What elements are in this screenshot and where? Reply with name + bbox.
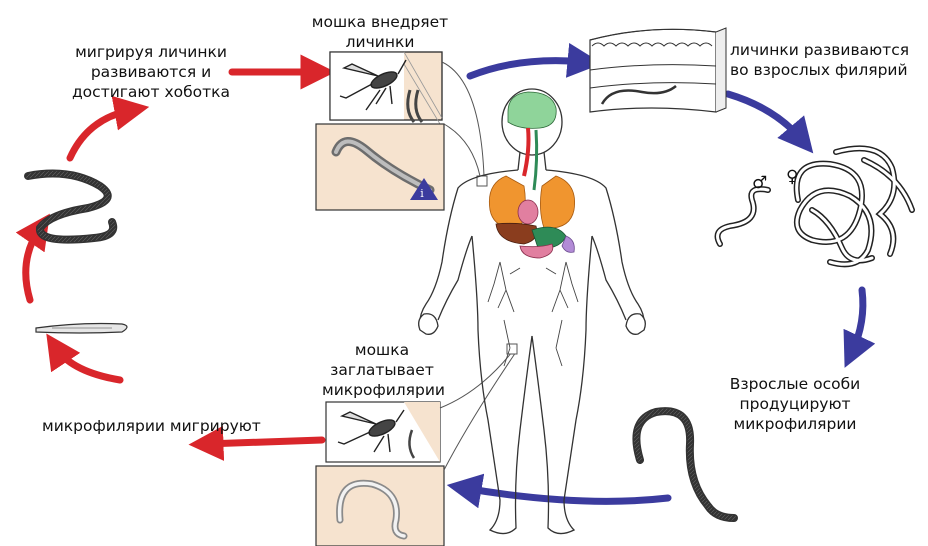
mosquito-panel-top	[330, 52, 442, 124]
brain-icon	[508, 92, 556, 128]
lymph-vessels	[488, 262, 578, 366]
arrow-worm-to-migrating	[70, 110, 132, 158]
heart	[518, 200, 538, 224]
red-arrows	[26, 72, 322, 444]
arrow-adults-down	[852, 290, 863, 352]
label-migrating-larvae: мигрируя личинки развиваются и достигают…	[62, 42, 240, 102]
label-adults-produce: Взрослые особи продуцируют микрофилярии	[720, 374, 870, 434]
microfilaria-closeup-panel	[316, 466, 444, 546]
connector-lines-top	[442, 62, 487, 186]
adult-worms	[718, 148, 912, 264]
info-icon: i	[420, 187, 424, 200]
label-mosquito-ingests: мошка заглатывает микрофилярии	[322, 340, 442, 400]
arrow-skin-to-adults	[728, 94, 802, 140]
migrating-larva-large	[28, 174, 113, 240]
female-icon: ♀	[786, 167, 798, 187]
right-lung	[540, 176, 574, 228]
skin-block	[590, 28, 726, 112]
left-lung	[489, 176, 525, 228]
male-icon: ♂	[752, 173, 767, 193]
kidney	[520, 244, 553, 258]
label-microfilariae-migrate: микрофилярии мигрируют	[42, 416, 292, 436]
arrow-to-migrate-label	[206, 440, 322, 444]
human-body	[419, 89, 646, 534]
label-mosquito-injects: мошка внедряет личинки	[308, 12, 452, 52]
arrow-up-left	[26, 228, 40, 300]
mosquito-panel-bottom	[326, 402, 440, 462]
label-larvae-develop-adult: личинки развиваются во взрослых филярий	[730, 40, 926, 80]
arrow-migrate-up	[56, 348, 120, 380]
arrow-to-skin	[470, 61, 585, 76]
liver	[496, 223, 537, 244]
migrating-larva-small	[36, 324, 127, 334]
larva-closeup-panel: i	[316, 124, 444, 210]
